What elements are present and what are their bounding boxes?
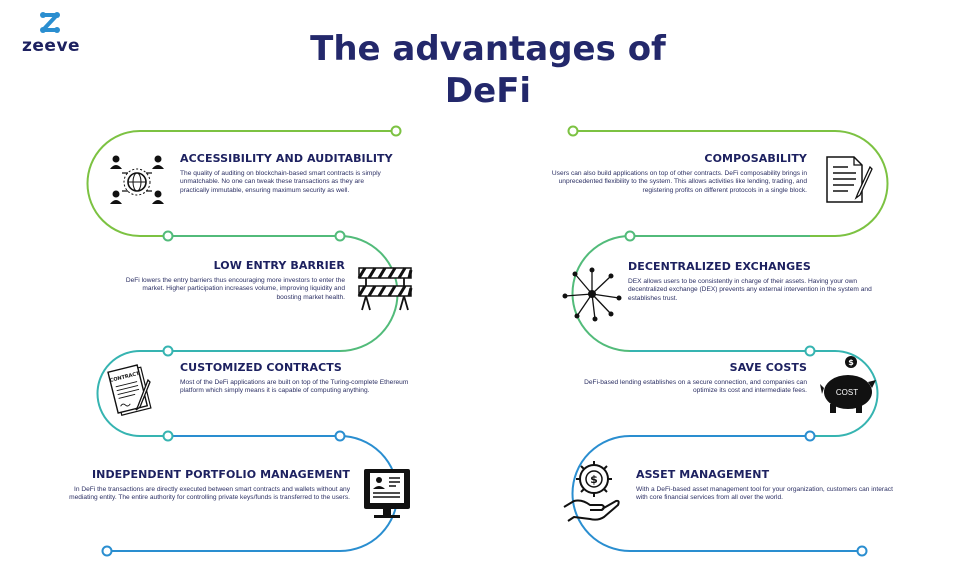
svg-text:$: $ <box>590 473 598 486</box>
section-text: The quality of auditing on blockchain-ba… <box>180 170 381 194</box>
section-decentralized-exchanges: DECENTRALIZED EXCHANGES DEX allows users… <box>628 260 898 303</box>
section-text: DEX allows users to be consistently in c… <box>628 278 872 302</box>
section-text: DeFi-based lending establishes on a secu… <box>584 379 807 395</box>
section-text: DeFi lowers the entry barriers thus enco… <box>125 277 345 301</box>
zeeve-logo-icon <box>40 12 60 33</box>
section-composability: COMPOSABILITY Users can also build appli… <box>545 152 807 195</box>
page-title: The advantages of DeFi <box>250 28 726 112</box>
section-text: With a DeFi-based asset management tool … <box>636 486 893 502</box>
hand-dollar-gear-icon: $ <box>563 461 620 522</box>
section-low-entry-barrier: LOW ENTRY BARRIER DeFi lowers the entry … <box>120 259 345 302</box>
piggy-bank-label: COST <box>836 388 858 397</box>
section-title: ASSET MANAGEMENT <box>636 468 770 481</box>
section-title: INDEPENDENT PORTFOLIO MANAGEMENT <box>91 468 350 481</box>
section-save-costs: SAVE COSTS DeFi-based lending establishe… <box>580 361 807 396</box>
section-independent-portfolio: INDEPENDENT PORTFOLIO MANAGEMENT In DeFi… <box>60 468 350 503</box>
section-title: COMPOSABILITY <box>704 152 807 165</box>
section-text: Users can also build applications on top… <box>551 170 807 194</box>
brand-name: zeeve <box>22 36 81 56</box>
people-globe-icon <box>110 155 164 204</box>
contract-icon: CONTRACT <box>107 364 152 416</box>
section-title: ACCESSIBILITY AND AUDITABILITY <box>180 152 393 165</box>
section-accessibility: ACCESSIBILITY AND AUDITABILITY The quali… <box>180 152 395 195</box>
piggy-bank-icon: $ COST <box>820 356 876 413</box>
title-line-1: The advantages of <box>310 29 666 69</box>
svg-text:$: $ <box>848 358 854 367</box>
portfolio-monitor-icon <box>364 469 410 518</box>
document-pen-icon <box>826 156 873 203</box>
section-title: SAVE COSTS <box>729 361 807 374</box>
section-text: Most of the DeFi applications are built … <box>180 379 409 395</box>
section-customized-contracts: CUSTOMIZED CONTRACTS Most of the DeFi ap… <box>180 361 410 396</box>
section-asset-management: ASSET MANAGEMENT With a DeFi-based asset… <box>636 468 898 503</box>
title-line-2: DeFi <box>444 71 532 111</box>
network-nodes-icon <box>562 267 622 322</box>
section-title: DECENTRALIZED EXCHANGES <box>628 260 811 273</box>
section-title: CUSTOMIZED CONTRACTS <box>180 361 342 374</box>
barrier-icon <box>357 267 413 311</box>
section-title: LOW ENTRY BARRIER <box>213 259 345 272</box>
section-text: In DeFi the transactions are directly ex… <box>69 486 350 502</box>
